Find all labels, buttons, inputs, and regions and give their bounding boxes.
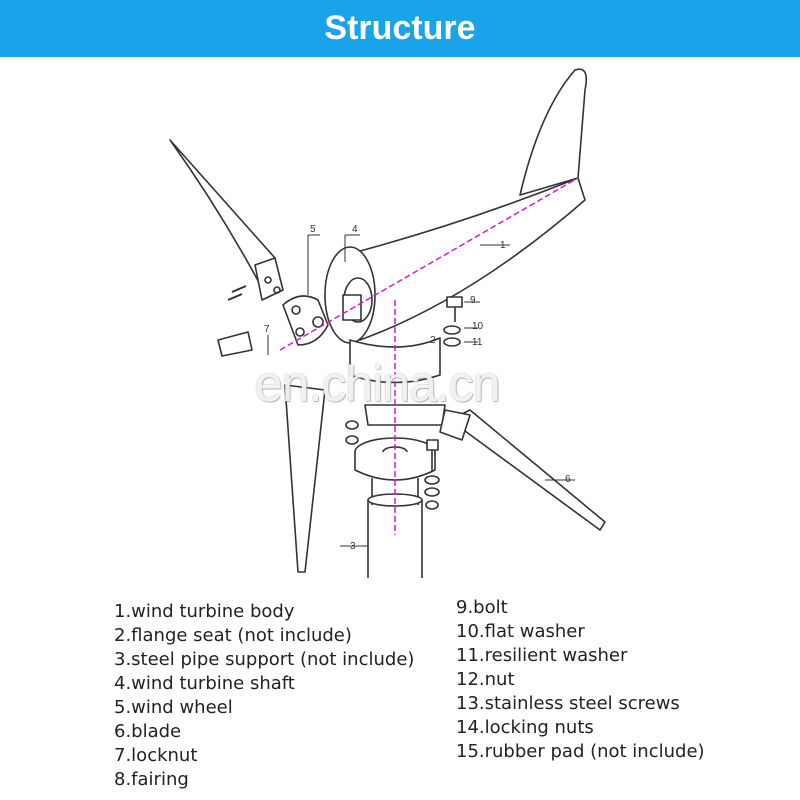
callout-10: 10: [472, 321, 484, 332]
assembly-axis-lines: [279, 177, 579, 535]
legend-item: 10.flat washer: [456, 621, 585, 642]
title-banner: Structure: [0, 0, 800, 57]
callout-2: 2: [430, 335, 436, 346]
callout-9: 9: [470, 295, 476, 306]
legend-item: 5.wind wheel: [114, 697, 233, 718]
legend-item: 11.resilient washer: [456, 645, 628, 666]
fairing: [349, 337, 441, 384]
turbine-drawing: 1 2 3 4 5 6 7 9 10 11: [169, 68, 606, 578]
turbine-body: [344, 177, 586, 341]
blade-lower-left: [284, 384, 326, 573]
callout-11: 11: [472, 337, 483, 348]
steel-pipe: [367, 500, 423, 578]
legend-item: 8.fairing: [114, 769, 189, 790]
legend-item: 3.steel pipe support (not include): [114, 649, 415, 670]
watermark-text: en.china.cn: [255, 356, 501, 412]
legend-item: 14.locking nuts: [456, 717, 594, 738]
legend-right: 9.bolt 10.flat washer 11.resilient washe…: [456, 596, 705, 764]
legend-left: 1.wind turbine body 2.flange seat (not i…: [114, 600, 414, 792]
legend-item: 4.wind turbine shaft: [114, 673, 295, 694]
legend-item: 7.locknut: [114, 745, 198, 766]
page-title: Structure: [324, 9, 476, 47]
callout-1: 1: [500, 240, 506, 251]
blade-lower-right: [449, 409, 606, 531]
callout-6: 6: [565, 474, 571, 485]
callout-5: 5: [310, 224, 316, 235]
callout-4: 4: [352, 224, 358, 235]
legend-item: 13.stainless steel screws: [456, 693, 680, 714]
exploded-turbine-diagram: 1 2 3 4 5 6 7 9 10 11: [0, 57, 800, 587]
legend-item: 15.rubber pad (not include): [456, 741, 705, 762]
legend-item: 12.nut: [456, 669, 515, 690]
tail-fin: [519, 68, 588, 196]
legend-item: 1.wind turbine body: [114, 601, 295, 622]
legend-item: 2.flange seat (not include): [114, 625, 352, 646]
legend-item: 9.bolt: [456, 597, 508, 618]
legend-item: 6.blade: [114, 721, 182, 742]
callout-7: 7: [264, 324, 270, 335]
wind-wheel: [282, 295, 329, 346]
callout-3: 3: [350, 541, 356, 552]
